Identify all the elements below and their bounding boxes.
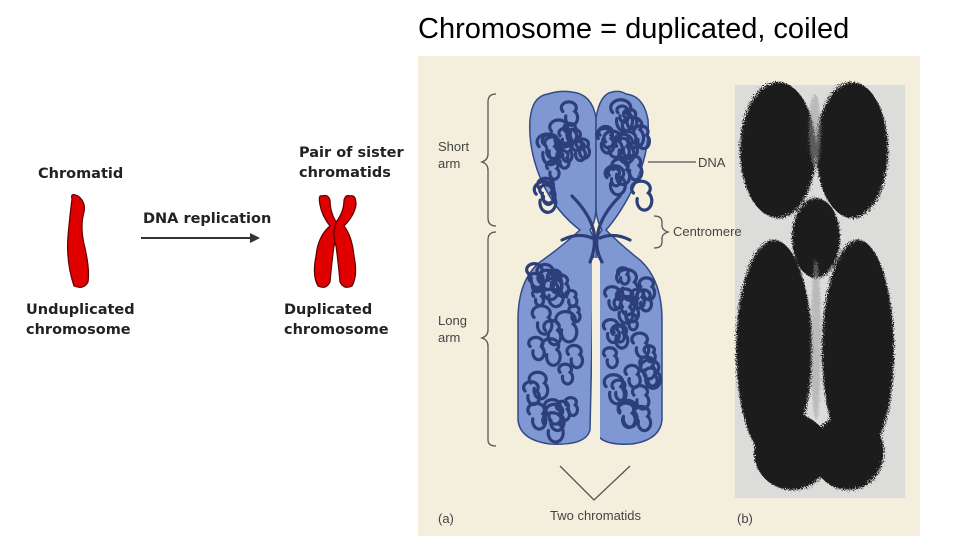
panel-a-text: (a) bbox=[438, 511, 454, 526]
dna-strand bbox=[598, 233, 632, 242]
centromere-label-text: Centromere bbox=[673, 224, 742, 239]
arm-brackets bbox=[479, 93, 696, 501]
dna-label: DNA bbox=[698, 154, 725, 171]
dna-coil bbox=[601, 266, 662, 433]
short-arm-line1: Short bbox=[438, 139, 470, 154]
micrograph-highlights bbox=[809, 94, 821, 420]
unduplicated-line2: chromosome bbox=[26, 322, 131, 338]
short-arm-label: Short arm bbox=[438, 138, 469, 172]
duplicated-chromosome-shape bbox=[313, 194, 357, 288]
dna-label-text: DNA bbox=[698, 155, 726, 170]
panel-b-text: (b) bbox=[737, 511, 753, 526]
dna-strand bbox=[595, 194, 622, 264]
short-arm-line2: arm bbox=[438, 156, 461, 171]
unduplicated-label: Unduplicated chromosome bbox=[26, 300, 135, 340]
long-arm-label: Long arm bbox=[438, 312, 467, 346]
duplicated-line2: chromosome bbox=[284, 322, 389, 338]
chromatid-label: Chromatid bbox=[38, 164, 123, 184]
slide-title: Chromosome = duplicated, coiled bbox=[418, 13, 850, 45]
dna-coil bbox=[532, 100, 592, 214]
chromatid-label-text: Chromatid bbox=[38, 166, 124, 182]
two-chromatids-label: Two chromatids bbox=[550, 507, 641, 524]
chromosome-micrograph bbox=[736, 82, 894, 490]
dna-replication-text: DNA replication bbox=[143, 211, 272, 227]
sister-chromatids-label: Pair of sister chromatids bbox=[299, 143, 404, 183]
unduplicated-chromosome-shape bbox=[67, 193, 90, 288]
replication-arrow bbox=[141, 233, 260, 243]
dna-coil bbox=[522, 262, 585, 444]
duplicated-label: Duplicated chromosome bbox=[284, 300, 389, 340]
dna-strand bbox=[570, 194, 597, 264]
dna-strand bbox=[560, 233, 594, 242]
sister-label-line1: Pair of sister bbox=[299, 145, 404, 161]
long-arm-line1: Long bbox=[438, 313, 467, 328]
duplicated-line1: Duplicated bbox=[284, 302, 373, 318]
unduplicated-line1: Unduplicated bbox=[26, 302, 135, 318]
panel-a-label: (a) bbox=[438, 510, 454, 527]
panel-b-label: (b) bbox=[737, 510, 753, 527]
arrow-label: DNA replication bbox=[143, 209, 271, 229]
centromere-label: Centromere bbox=[673, 223, 742, 240]
long-arm-line2: arm bbox=[438, 330, 461, 345]
dna-coils bbox=[522, 98, 662, 444]
two-chromatids-text: Two chromatids bbox=[550, 508, 642, 523]
sister-label-line2: chromatids bbox=[299, 165, 391, 181]
dna-coil bbox=[595, 98, 654, 212]
chromatid-gap bbox=[592, 258, 600, 440]
